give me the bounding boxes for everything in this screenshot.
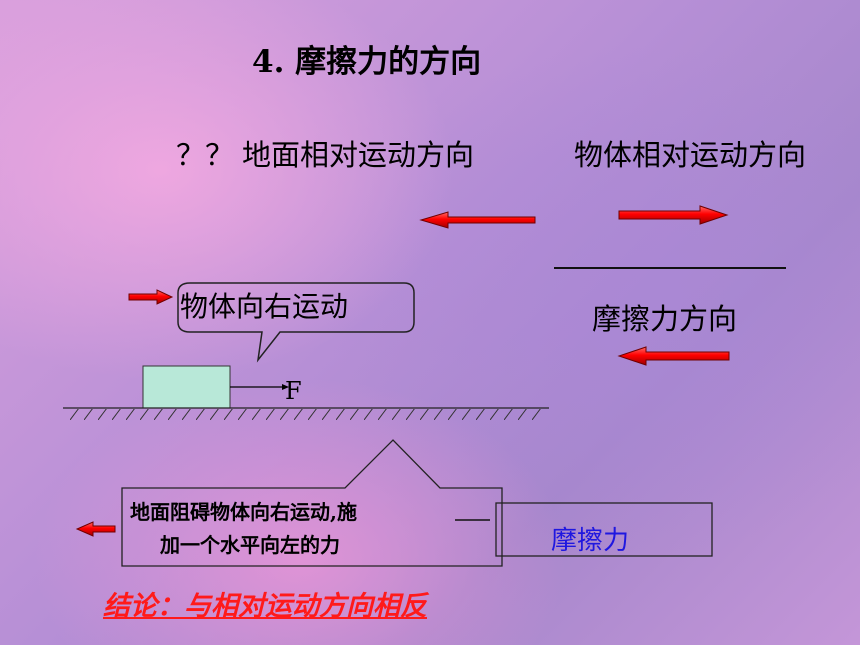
- question-marks: ？？: [176, 138, 235, 172]
- explanation-callout: [121, 439, 503, 567]
- object-relative-motion-label: 物体相对运动方向: [574, 138, 807, 172]
- ground-motion-arrow-left: [419, 211, 536, 229]
- answer-text: 摩擦力: [551, 526, 630, 556]
- ground-relative-motion-label: 地面相对运动方向: [242, 138, 475, 172]
- speech-bubble: [177, 282, 415, 363]
- force-arrow: [230, 384, 289, 390]
- ground-hatch: [70, 409, 545, 420]
- friction-arrow-left: [617, 346, 730, 366]
- bubble-text: 物体向右运动: [180, 290, 349, 323]
- friction-direction-label: 摩擦力方向: [592, 302, 738, 336]
- answer-box: [495, 502, 713, 557]
- conclusion-text: 结论：与相对运动方向相反: [103, 591, 427, 622]
- object-motion-arrow-right: [618, 205, 729, 225]
- small-arrow-right: [128, 289, 174, 305]
- explanation-line-1: 地面阻碍物体向右运动,施: [130, 500, 357, 524]
- block: [142, 365, 231, 409]
- explanation-line-2: 加一个水平向左的力: [160, 533, 340, 557]
- explanation-arrow-left: [75, 521, 116, 537]
- force-label: F: [285, 377, 302, 405]
- slide-title: 4. 摩擦力的方向: [252, 44, 482, 80]
